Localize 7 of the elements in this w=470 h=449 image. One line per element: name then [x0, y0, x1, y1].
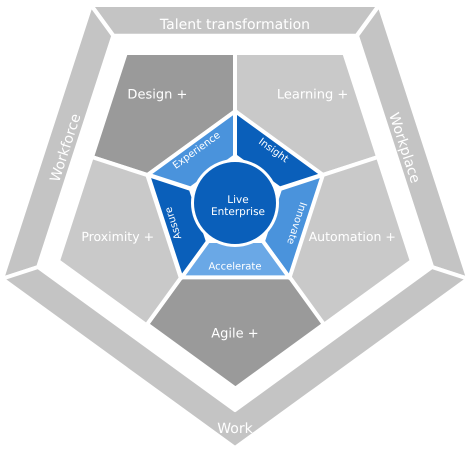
- segment-label: Assure: [163, 204, 185, 241]
- piece-label: Agile +: [211, 328, 259, 342]
- piece-label: Design +: [127, 88, 188, 104]
- band-label: Talent transformation: [160, 16, 310, 33]
- segment-label: Accelerate: [208, 261, 262, 273]
- center-label: Live Enterprise: [210, 194, 266, 218]
- band-label: Work: [217, 420, 253, 438]
